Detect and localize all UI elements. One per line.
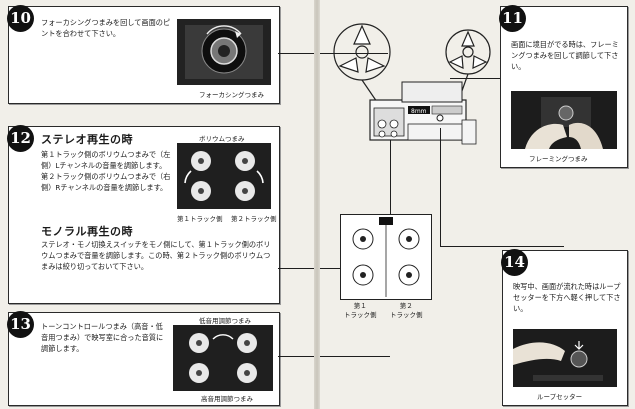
stereo-heading: ステレオ再生の時 xyxy=(41,133,133,146)
framing-knob-illustration xyxy=(511,91,617,149)
page-gutter xyxy=(314,0,320,409)
step-14-box: 14 映写中、画面が流れた時はループセッターを下方へ軽く押して下さい。 ループセ… xyxy=(501,249,628,406)
connector-line-10 xyxy=(278,53,314,55)
volume-knobs-photo xyxy=(177,143,271,209)
knob-panel-illustration xyxy=(352,217,420,297)
step-11-box: 11 画面に境目がでる時は、フレーミングつまみを回して調節して下さい。 フレーミ… xyxy=(499,5,628,168)
focusing-knob-illustration xyxy=(177,19,271,85)
step-10-box: 10 フォーカシングつまみを回して画面のピントを合わせて下さい。 フォーカシング… xyxy=(7,5,280,104)
diagram-track1-label: 第１ トラック側 xyxy=(344,302,377,319)
mono-text: ステレオ・モノ切換えスイッチをモノ側にして、第１トラック側のボリウムつまみで音量… xyxy=(41,240,271,271)
loop-setter-caption: ループセッター xyxy=(537,393,583,401)
connector-line-12-right xyxy=(320,268,340,270)
stereo-text: 第１トラック側のボリウムつまみで（左側）Lチャンネルの音量を調節します。第２トラ… xyxy=(41,150,171,192)
connector-line-10-right xyxy=(320,53,388,55)
volume-knob-caption: ボリウムつまみ xyxy=(199,135,245,143)
framing-knob-caption: フレーミングつまみ xyxy=(529,155,588,163)
knob-panel-diagram xyxy=(340,214,432,300)
connector-line-14-v xyxy=(440,128,442,246)
connector-line-13-right xyxy=(320,356,390,358)
step-11-text: 画面に境目がでる時は、フレーミングつまみを回して調節して下さい。 xyxy=(511,40,619,71)
loop-setter-illustration xyxy=(513,329,617,387)
connector-line-12 xyxy=(278,268,314,270)
step-14-text: 映写中、画面が流れた時はループセッターを下方へ軽く押して下さい。 xyxy=(513,282,621,313)
step-13-text: トーンコントロールつまみ（高音・低音用つまみ）で映写室に合った音質に調節します。 xyxy=(41,322,164,353)
step-14-badge: 14 xyxy=(501,249,528,276)
step-13-badge: 13 xyxy=(7,311,34,338)
tone-knobs-photo xyxy=(173,325,273,391)
framing-knob-photo xyxy=(511,91,617,149)
projector-illustration: 8mm xyxy=(333,23,491,145)
bass-knob-caption: 高音用調節つまみ xyxy=(201,395,253,403)
connector-line-13-v xyxy=(390,140,392,216)
step-11-badge: 11 xyxy=(499,5,526,32)
diagram-track2-label: 第２ トラック側 xyxy=(390,302,423,319)
track1-caption: 第１トラック側 xyxy=(177,215,223,223)
connector-line-13 xyxy=(278,356,314,358)
step-10-text: フォーカシングつまみを回して画面のピントを合わせて下さい。 xyxy=(41,18,171,38)
loop-setter-photo xyxy=(513,329,617,387)
mono-heading: モノラル再生の時 xyxy=(41,225,133,238)
connector-line-14-h xyxy=(440,246,564,248)
focusing-knob-caption: フォーカシングつまみ xyxy=(199,91,264,99)
step-13-box: 13 トーンコントロールつまみ（高音・低音用つまみ）で映写室に合った音質に調節し… xyxy=(7,311,280,406)
machine-badge: 8mm xyxy=(411,108,427,115)
step-12-badge: 12 xyxy=(7,125,34,152)
connector-line-11 xyxy=(450,78,500,80)
focusing-knob-photo xyxy=(177,19,271,85)
treble-knob-caption: 低音用調節つまみ xyxy=(199,317,251,325)
step-10-badge: 10 xyxy=(7,5,34,32)
track2-caption: 第２トラック側 xyxy=(231,215,277,223)
volume-knobs-illustration xyxy=(177,143,271,209)
tone-knobs-illustration xyxy=(173,325,273,391)
step-12-box: 12 ステレオ再生の時 第１トラック側のボリウムつまみで（左側）Lチャンネルの音… xyxy=(7,125,280,304)
